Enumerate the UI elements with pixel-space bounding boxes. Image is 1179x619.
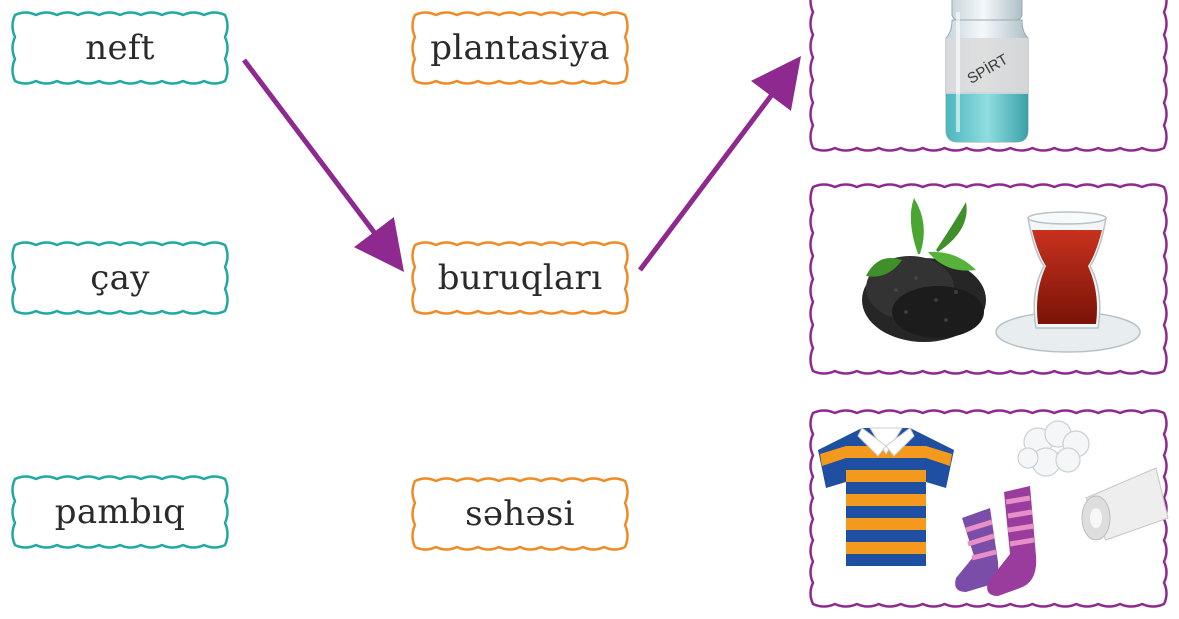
wavy-border-path — [411, 241, 629, 315]
wavy-border-path — [11, 241, 229, 315]
wavy-card-border — [411, 11, 629, 85]
alcohol-bottle-icon: SPİRT — [945, 0, 1029, 143]
word-label: pambıq — [54, 492, 186, 532]
wavy-card-border — [411, 477, 629, 551]
word-card-neft[interactable]: neft — [8, 8, 232, 88]
word-card-sahesi[interactable]: səhəsi — [408, 474, 632, 554]
word-label: plantasiya — [430, 28, 610, 68]
word-label: neft — [85, 28, 155, 68]
word-label: çay — [90, 258, 150, 298]
tea-icon — [862, 198, 1141, 353]
arrow-buruqlari-to-bottle — [638, 56, 802, 272]
cotton-roll-icon — [1081, 467, 1169, 541]
word-card-cay[interactable]: çay — [8, 238, 232, 318]
socks-icon — [955, 486, 1037, 596]
word-label: səhəsi — [465, 494, 575, 534]
wavy-border-path — [11, 11, 229, 85]
word-card-pambiq[interactable]: pambıq — [8, 472, 232, 552]
picture-card-alcohol[interactable]: SPİRT — [806, 0, 1171, 155]
striped-shirt-icon — [818, 427, 954, 566]
arrow-neft-to-buruqlari — [242, 58, 405, 272]
cotton-products-icon — [818, 420, 1169, 596]
wavy-card-border — [11, 475, 229, 549]
picture-card-cotton[interactable] — [806, 406, 1171, 611]
cotton-balls-icon — [1017, 420, 1090, 477]
wavy-border-path — [11, 475, 229, 549]
wavy-card-border — [11, 241, 229, 315]
wavy-card-border — [411, 241, 629, 315]
word-label: buruqları — [437, 258, 603, 298]
wavy-border-path — [411, 11, 629, 85]
wavy-border-path — [411, 477, 629, 551]
picture-card-tea[interactable] — [806, 180, 1171, 378]
word-card-plantasiya[interactable]: plantasiya — [408, 8, 632, 88]
wavy-card-border — [11, 11, 229, 85]
word-card-buruqlari[interactable]: buruqları — [408, 238, 632, 318]
